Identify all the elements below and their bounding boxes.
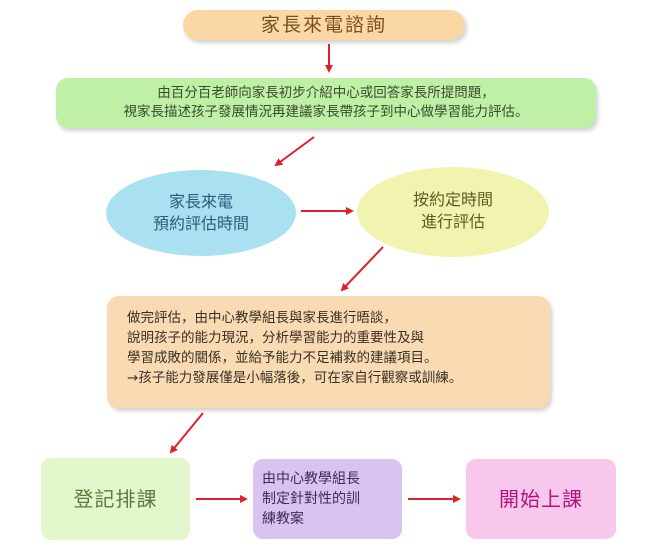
- node-text-line: 制定針對性的訓: [262, 491, 360, 507]
- node-text-line: 由中心教學組長: [262, 471, 360, 487]
- arrow-step1-to-call: [274, 136, 315, 167]
- node-text-line: 進行評估: [420, 212, 485, 231]
- node-text-line: →孩子能力發展僅是小幅落後，可在家自行觀察或訓練。: [127, 370, 463, 386]
- node-text-line: 家長來電: [168, 192, 233, 211]
- node-start-class: 開始上課: [466, 459, 616, 539]
- node-text-line: 預約評估時間: [152, 214, 249, 233]
- node-label: 登記排課: [73, 487, 158, 511]
- node-text-line: 練教案: [262, 511, 304, 527]
- node-text-line: 做完評估，由中心教學組長與家長進行晤談，: [127, 310, 397, 326]
- node-assessment-consultation: 做完評估，由中心教學組長與家長進行晤談， 說明孩子的能力現況，分析學習能力的重要…: [107, 296, 550, 408]
- arrow-report-to-register: [169, 412, 204, 454]
- node-text-line: 由百分百老師向家長初步介紹中心或回答家長所提問題，: [157, 85, 495, 101]
- node-text-line: 按約定時間: [412, 190, 493, 209]
- node-book-assessment: 家長來電 預約評估時間: [106, 170, 296, 256]
- node-register-schedule: 登記排課: [41, 458, 190, 540]
- node-training-plan: 由中心教學組長 制定針對性的訓 練教案: [253, 459, 402, 539]
- node-text-line: 學習成敗的關係，並給予能力不足補救的建議項目。: [127, 350, 438, 366]
- node-text-line: 視家長描述孩子發展情況再建議家長帶孩子到中心做學習能力評估。: [123, 104, 529, 120]
- node-label: 開始上課: [499, 487, 583, 511]
- arrow-assess-to-report: [340, 246, 384, 292]
- node-label: 家長來電諮詢: [260, 14, 387, 36]
- node-initial-introduction: 由百分百老師向家長初步介紹中心或回答家長所提問題， 視家長描述孩子發展情況再建議…: [56, 78, 596, 128]
- node-conduct-assessment: 按約定時間 進行評估: [357, 167, 549, 257]
- node-parent-call-inquiry: 家長來電諮詢: [183, 10, 465, 40]
- node-text-line: 說明孩子的能力現況，分析學習能力的重要性及與: [127, 330, 424, 346]
